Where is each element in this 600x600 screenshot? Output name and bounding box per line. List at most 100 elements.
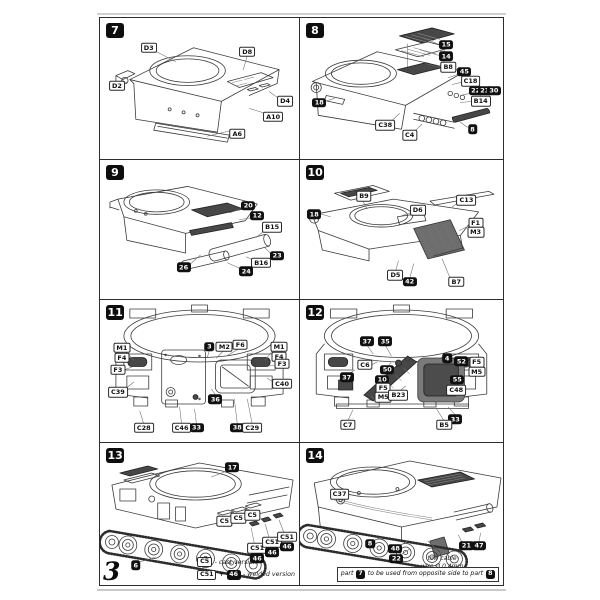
step-7-panel: 7 D3 D8D2D4A10A6 <box>100 18 300 160</box>
part-label-C48: C48 <box>446 385 466 396</box>
part-label-D4: D4 <box>277 96 293 107</box>
part-badge-36: 36 <box>208 395 222 405</box>
step-8-panel: 8 181514B845C18222330B14C38C48 <box>300 18 504 160</box>
part-label-D8: D8 <box>239 47 255 58</box>
part-badge-55: 55 <box>450 375 464 385</box>
part-label-A6: A6 <box>230 128 246 139</box>
part-badge-17: 17 <box>225 462 239 472</box>
part-badge-42: 42 <box>403 277 417 287</box>
part-label-B5: B5 <box>436 420 451 431</box>
step-number: 7 <box>106 23 124 38</box>
plus-sign: + <box>219 572 224 578</box>
part-badge-12: 12 <box>250 211 264 221</box>
part-badge-8: 8 <box>468 125 478 135</box>
tow-cable <box>335 496 432 520</box>
step-14-panel: 14 tow cable wire Ø 0.4mm part7to be use… <box>300 443 504 586</box>
part-label-B7: B7 <box>449 276 464 287</box>
legend-text: - welded version <box>243 571 295 578</box>
legend-row: C51+46- welded version <box>197 570 295 580</box>
part-badge-47: 47 <box>472 541 486 551</box>
part-label-C37: C37 <box>330 489 350 500</box>
part-label-M3: M3 <box>467 227 484 238</box>
opposite-side-note: part7to be used from opposite side to pa… <box>337 567 499 582</box>
step-number: 14 <box>306 448 324 463</box>
step-10-panel: 10 B918C13D6F1M3D542B7 <box>300 160 504 300</box>
part-label-C13: C13 <box>457 195 477 206</box>
step-14-drawing <box>300 443 503 585</box>
part-label-F3: F3 <box>110 364 125 375</box>
part-label-C5: C5 <box>197 557 212 567</box>
part-label-C6: C6 <box>357 359 372 370</box>
part-badge-50: 50 <box>380 365 394 375</box>
part-label-F3: F3 <box>275 359 290 370</box>
part-label-C28: C28 <box>134 423 154 434</box>
instruction-page: 7 D3 D8D2D4A10A6 8 <box>97 13 506 591</box>
part-badge-30: 30 <box>487 86 501 96</box>
part-badge-37: 37 <box>340 373 354 383</box>
part-label-D5: D5 <box>387 270 403 281</box>
part-label-B15: B15 <box>262 222 282 233</box>
part-badge-35: 35 <box>378 336 392 346</box>
step-9-panel: 9 2012B1523B162426 <box>100 160 300 300</box>
part-label-C7: C7 <box>340 420 355 431</box>
part-label-M1: M1 <box>271 342 288 353</box>
part-badge-4: 4 <box>442 353 452 363</box>
step-grid: 7 D3 D8D2D4A10A6 8 <box>99 17 504 586</box>
step-number: 8 <box>306 23 324 38</box>
part-label-D3: D3 <box>141 42 157 53</box>
step-number: 11 <box>106 305 124 320</box>
part-label-C4: C4 <box>402 130 417 141</box>
part-badge-3: 3 <box>205 342 215 352</box>
turret-ring <box>150 468 242 500</box>
part-label-C29: C29 <box>242 423 262 434</box>
part-badge-23: 23 <box>270 251 284 261</box>
part-label-B14: B14 <box>471 96 491 107</box>
part-label-F4: F4 <box>114 352 129 363</box>
part-label-C39: C39 <box>108 387 128 398</box>
part-label-D2: D2 <box>109 80 125 91</box>
part-badge-46: 46 <box>250 553 264 563</box>
note-text: part <box>341 571 354 577</box>
part-badge-6: 6 <box>131 560 141 570</box>
part-label-M5: M5 <box>468 366 485 377</box>
step-12-panel: 12 3735C6503710F5M5B23452F5M555C4833C7B5 <box>300 300 504 443</box>
part-label-F6: F6 <box>233 339 248 350</box>
part-badge-52: 52 <box>454 356 468 366</box>
turret-ring <box>124 190 190 214</box>
part-badge-46: 46 <box>227 570 241 579</box>
part-badge-8: 8 <box>486 570 495 579</box>
part-badge-15: 15 <box>439 40 453 50</box>
part-label-C51: C51 <box>197 570 216 580</box>
part-label-B16: B16 <box>251 258 271 269</box>
step-11-panel: 11 3M2F6M1F4M1F4F3F3C39C4036C28C463338C2… <box>100 300 300 443</box>
part-label-C5: C5 <box>245 510 260 521</box>
part-badge-26: 26 <box>177 262 191 272</box>
part-badge-46: 46 <box>280 542 294 552</box>
part-label-A10: A10 <box>263 111 283 122</box>
legend-row: C5- cast version <box>197 557 295 567</box>
part-badge-7: 7 <box>356 570 365 579</box>
step-7-drawing <box>100 18 299 159</box>
part-badge-45: 45 <box>457 67 471 77</box>
step-13-panel: 13 C5- cast versionC51+46- welded versio… <box>100 443 300 586</box>
part-badge-22: 22 <box>389 554 403 564</box>
part-badge-46: 46 <box>265 548 279 558</box>
part-label-C40: C40 <box>272 379 292 390</box>
part-label-D6: D6 <box>410 205 426 216</box>
note-text: to be used from opposite side to part <box>368 571 483 577</box>
step-number: 12 <box>306 305 324 320</box>
part-badge-18: 18 <box>312 98 326 108</box>
part-label-M1: M1 <box>113 342 130 353</box>
step-number: 13 <box>106 448 124 463</box>
part-label-B9: B9 <box>356 191 371 202</box>
part-badge-8: 8 <box>365 539 375 549</box>
part-label-B8: B8 <box>440 62 455 73</box>
part-label-M2: M2 <box>216 342 233 353</box>
turret-ring <box>150 56 226 86</box>
part-badge-33: 33 <box>189 423 203 433</box>
step-number: 10 <box>306 165 324 180</box>
part-badge-48: 48 <box>388 544 402 554</box>
version-legend: C5- cast versionC51+46- welded version <box>197 557 295 580</box>
part-badge-14: 14 <box>439 51 453 61</box>
gun-barrel-pack <box>452 108 490 122</box>
